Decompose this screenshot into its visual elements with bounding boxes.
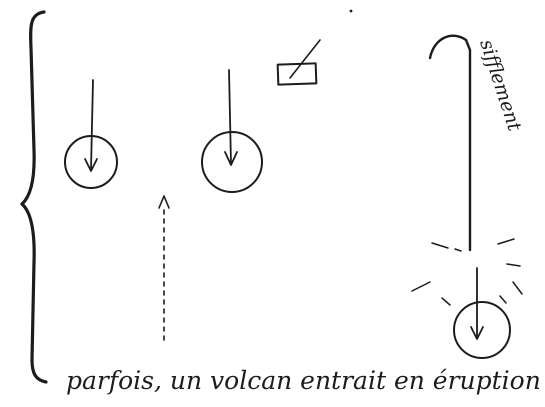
falling-object-2 — [201, 69, 263, 193]
vertical-label: sifflement — [475, 37, 525, 134]
falling-object-1 — [64, 79, 118, 189]
trajectory-hook — [428, 34, 472, 252]
eruption-burst — [411, 238, 523, 306]
dotted-arrow-up — [158, 195, 170, 341]
caption: parfois, un volcan entrait en éruption — [66, 366, 541, 395]
falling-object-3 — [453, 267, 511, 359]
rectangle-object — [276, 39, 321, 86]
ink-dot — [349, 9, 353, 13]
curly-brace — [20, 10, 48, 384]
